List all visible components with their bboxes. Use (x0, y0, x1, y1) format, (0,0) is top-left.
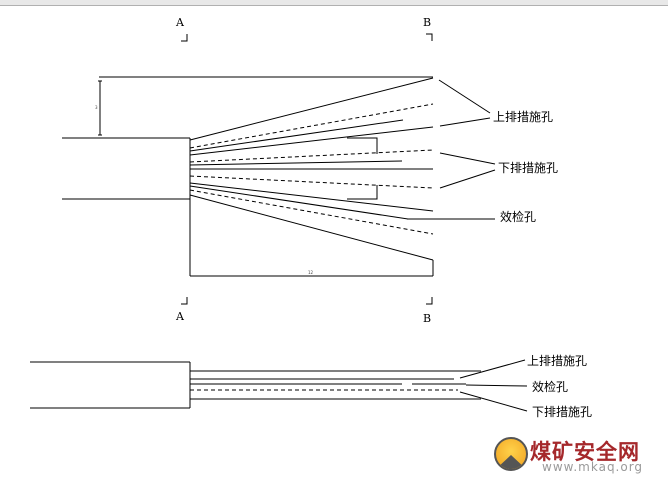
section-mark-bottom-b: B (423, 297, 433, 325)
height-dimension-text: 3 (95, 105, 98, 110)
leader-line (465, 384, 528, 387)
borehole-dashed (189, 149, 434, 163)
borehole (189, 194, 434, 261)
leader-line (439, 152, 496, 165)
label-upper-row: 上排措施孔 (493, 110, 553, 124)
borehole (189, 126, 434, 156)
upper-row-bracket (347, 137, 378, 154)
section-mark-top-b: B (423, 16, 433, 41)
svg-text:A: A (175, 16, 185, 29)
svg-text:B: B (423, 312, 431, 325)
leader-line (459, 391, 528, 412)
lower-row-bracket (347, 185, 378, 200)
watermark-name: 煤矿安全网 (530, 439, 640, 464)
check-borehole (189, 185, 409, 220)
leader-line (459, 359, 526, 379)
section-label-check-hole: 效检孔 (532, 379, 568, 394)
borehole-dashed (189, 175, 434, 189)
watermark-url: www.mkaq.org (542, 460, 644, 474)
svg-text:A: A (175, 310, 185, 323)
section-mark-top-a: A (175, 16, 188, 42)
borehole-dashed (189, 189, 434, 235)
section-label-upper-row: 上排措施孔 (527, 354, 587, 368)
length-dimension-text: 12 (308, 270, 314, 275)
borehole-dashed (189, 103, 434, 149)
section-view: 上排措施孔 效检孔 下排措施孔 (30, 354, 592, 419)
section-label-lower-row: 下排措施孔 (532, 405, 592, 419)
borehole (189, 77, 434, 141)
window-top-border (0, 0, 668, 6)
leader-line (438, 79, 491, 114)
borehole (189, 119, 404, 152)
svg-text:B: B (423, 16, 431, 29)
label-check-hole: 效检孔 (500, 209, 536, 224)
leader-line (439, 117, 491, 127)
borehole (189, 182, 434, 212)
plan-view: 3 12 上排措施孔 下排措施孔 效检孔 (62, 76, 558, 277)
label-lower-row: 下排措施孔 (498, 161, 558, 175)
leader-line (439, 169, 496, 189)
borehole (189, 160, 403, 166)
watermark-logo-icon (494, 437, 528, 471)
section-mark-bottom-a: A (175, 297, 188, 323)
